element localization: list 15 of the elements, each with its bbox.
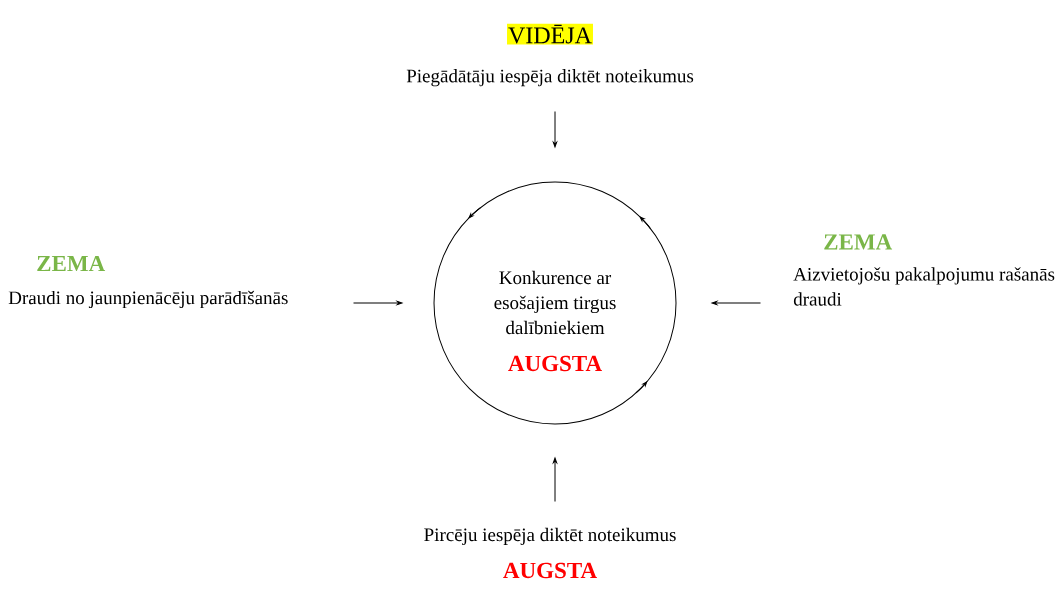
arrow [552,111,558,148]
rating-label: ZEMA [824,234,893,250]
body-text: Konkurence ar esošajiem tirgus dalībniekiem [494,270,616,335]
body-text: Aizvietojošu pakalpojumu rašanās draudi [793,267,1055,306]
arrow [353,300,403,306]
body-text: Pircēju iespēja diktēt noteikumus [424,527,676,546]
rating-label: AUGSTA [508,355,602,372]
body-text: Piegādātāju iespēja diktēt noteikumus [406,69,694,87]
body-text: Draudi no jaunpienācēju parādīšanās [8,290,288,309]
rating-label: AUGSTA [503,562,597,579]
arrow [711,300,761,306]
rating-label: VIDĒJA [507,23,593,45]
cycle-circle [433,181,677,425]
rating-label: ZEMA [37,255,106,272]
arrow [552,457,558,502]
